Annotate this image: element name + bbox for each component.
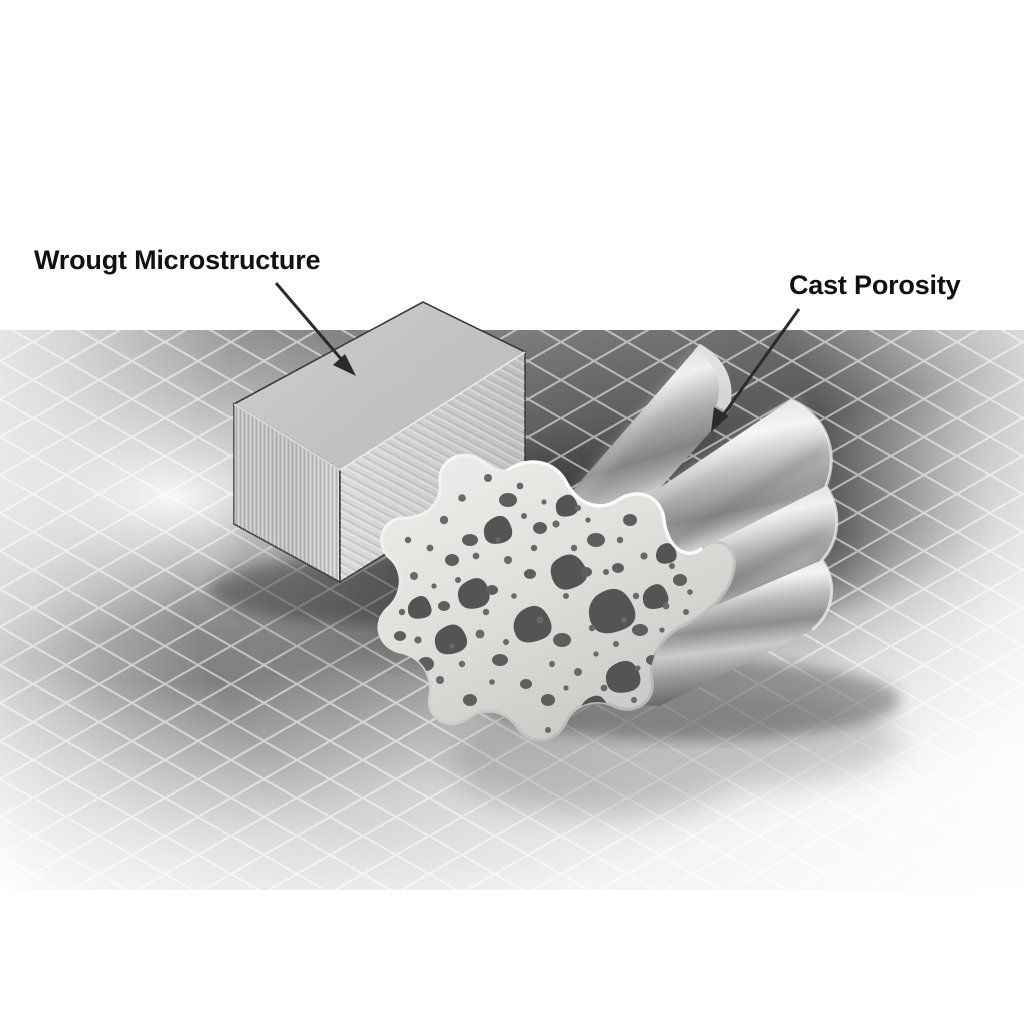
cast-billet — [377, 344, 900, 742]
cast-lobe-back-cap — [694, 344, 732, 412]
label-wrought-microstructure: Wrougt Microstructure — [34, 245, 321, 275]
wrought-edge-highlight-2 — [339, 351, 526, 471]
arrow-cast — [711, 308, 801, 432]
annotation-arrows — [274, 282, 801, 432]
label-cast-porosity: Cast Porosity — [789, 270, 961, 300]
arrow-wrought — [274, 282, 356, 376]
cast-far-end-edge — [789, 398, 839, 632]
cast-cap-rim-highlight — [507, 460, 704, 555]
wrought-edge-highlight-1 — [233, 403, 341, 471]
